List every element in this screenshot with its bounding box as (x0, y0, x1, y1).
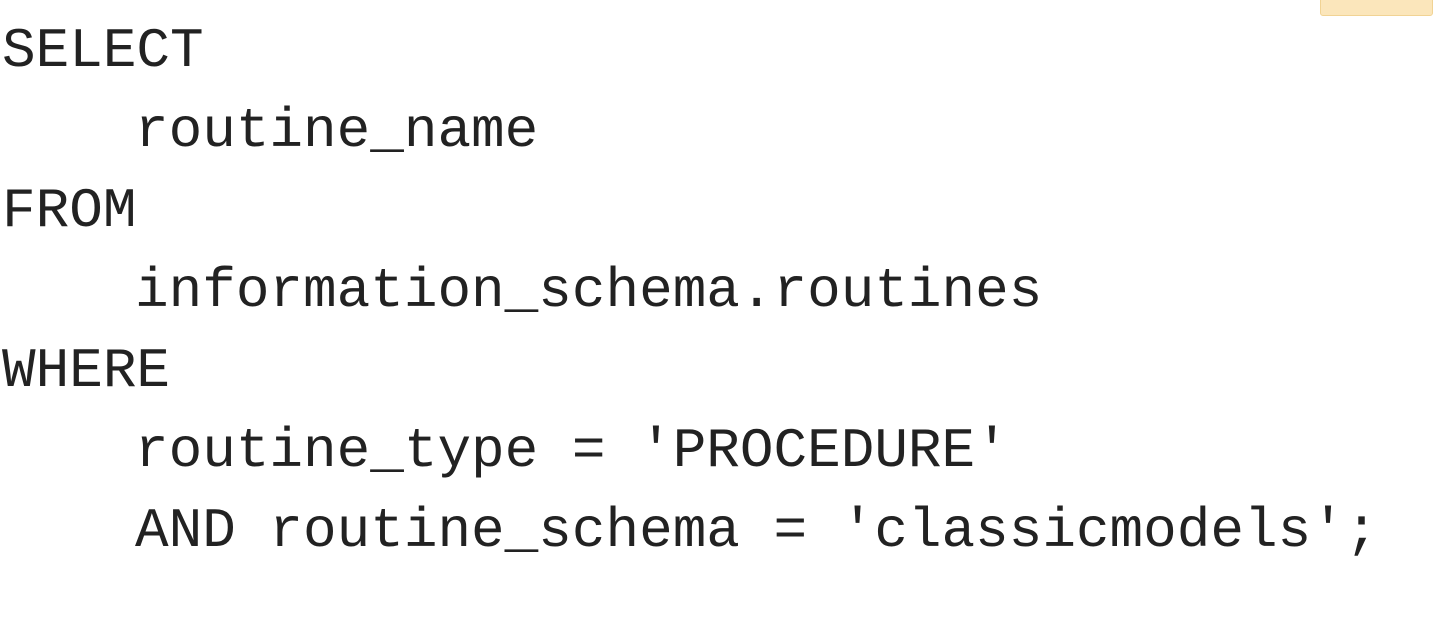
code-line-condition-type: routine_type = 'PROCEDURE' (135, 419, 1009, 483)
code-line-table: information_schema.routines (135, 259, 1043, 323)
code-line-routine-name: routine_name (135, 99, 539, 163)
corner-badge (1320, 0, 1433, 16)
code-line-select: SELECT (2, 19, 204, 83)
code-line-condition-schema: AND routine_schema = 'classicmodels'; (135, 499, 1379, 563)
code-line-from: FROM (2, 179, 137, 243)
code-line-where: WHERE (2, 339, 171, 403)
